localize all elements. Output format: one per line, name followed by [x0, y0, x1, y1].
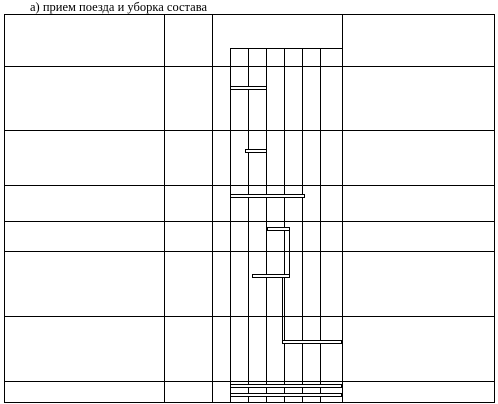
operation-duration: [167, 229, 207, 243]
table-horizontal-rule: [4, 66, 495, 67]
table-vertical-rule: [494, 14, 495, 403]
gantt-bar: [244, 149, 268, 153]
operation-text: [8, 196, 160, 210]
table-horizontal-rule: [4, 316, 495, 317]
operation-text: [8, 284, 160, 298]
operation-duration: [167, 91, 207, 105]
gantt-connector: [281, 278, 283, 340]
operation-text: [8, 335, 160, 349]
axis-tick-label: [321, 50, 341, 64]
table-horizontal-rule: [4, 130, 495, 131]
axis-tick-label: [283, 50, 303, 64]
operation-text: [8, 70, 160, 84]
table-vertical-rule: [320, 48, 321, 403]
operation-duration: [167, 385, 207, 399]
performer-text: [366, 236, 492, 250]
table-horizontal-rule: [4, 251, 495, 252]
table-vertical-rule: [164, 14, 165, 403]
table-vertical-rule: [4, 14, 5, 403]
header-time-line2: [166, 40, 212, 54]
header-performers: [365, 34, 490, 48]
table-horizontal-rule: [4, 14, 495, 15]
performer-text: [366, 203, 492, 217]
performer-text: [366, 263, 492, 277]
operation-text: [8, 236, 160, 250]
performer-text: [366, 91, 492, 105]
operation-duration: [167, 151, 207, 165]
table-horizontal-rule: [4, 381, 495, 382]
header-operations: [8, 34, 158, 48]
performer-text: [366, 349, 492, 363]
operation-text: [8, 270, 160, 284]
gantt-bar: [230, 86, 268, 90]
operation-duration: [167, 196, 207, 210]
table-horizontal-rule: [4, 221, 495, 222]
operation-text: [8, 321, 160, 335]
operation-text: [8, 84, 160, 98]
header-duration-line2: [216, 29, 276, 43]
table-vertical-rule: [266, 48, 267, 403]
operation-duration: [167, 277, 207, 291]
table-caption: а) прием поезда и уборка состава: [30, 0, 208, 14]
gantt-bar: [230, 393, 342, 397]
operation-text: [8, 112, 160, 126]
performer-text: [366, 222, 492, 236]
table-horizontal-rule: [4, 402, 495, 403]
operation-text: [8, 385, 160, 399]
axis-tick-label: [247, 50, 267, 64]
table-vertical-rule: [248, 48, 249, 403]
performer-text: [366, 144, 492, 158]
gantt-bar: [282, 340, 342, 344]
performer-text: [366, 158, 492, 172]
operation-text: [8, 137, 160, 151]
gantt-bar: [230, 194, 305, 198]
performer-text: [366, 277, 492, 291]
table-vertical-rule: [284, 48, 285, 403]
table-vertical-rule: [302, 48, 303, 403]
header-duration-line1: [216, 15, 356, 29]
performer-text: [366, 189, 492, 203]
performer-text: [366, 291, 492, 305]
operation-text: [8, 363, 160, 377]
gantt-connector: [289, 227, 291, 278]
operation-text: [8, 349, 160, 363]
operation-text: [8, 165, 160, 179]
table-vertical-rule: [212, 14, 213, 403]
performer-text: [366, 335, 492, 349]
table-vertical-rule: [230, 48, 231, 403]
operation-text: [8, 222, 160, 236]
header-time-line1: [166, 25, 212, 39]
performer-text: [366, 77, 492, 91]
table-horizontal-rule: [4, 185, 495, 186]
table-horizontal-rule: [230, 48, 343, 49]
gantt-bar: [252, 274, 290, 278]
gantt-bar: [230, 384, 342, 388]
operation-text: [8, 98, 160, 112]
operation-text: [8, 256, 160, 270]
operation-duration: [167, 342, 207, 356]
table-vertical-rule: [342, 14, 343, 403]
performer-text: [366, 105, 492, 119]
operation-text: [8, 151, 160, 165]
operation-text: [8, 298, 160, 312]
gantt-bar: [267, 227, 290, 231]
